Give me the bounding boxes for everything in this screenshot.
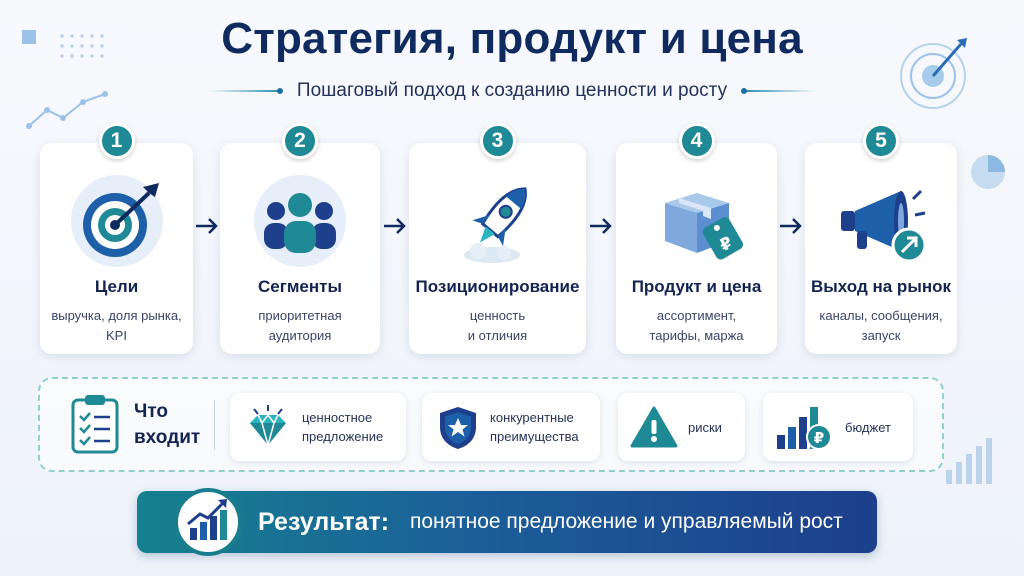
step-card-market-entry: 5 Выход на рынок каналы, сообщения, запу… xyxy=(805,123,957,354)
decorative-target-icon xyxy=(900,38,967,109)
subtitle-line-right xyxy=(741,88,816,94)
include-label: конкурентные преимущества xyxy=(490,410,579,444)
decorative-pie-icon xyxy=(971,155,1005,189)
arrow-right-icon xyxy=(196,218,218,234)
include-item-risks: риски xyxy=(618,393,745,461)
subtitle-line-left xyxy=(208,88,283,94)
step-card-product-price: 4 ₽ Продукт и цена ассортимент, тарифы, … xyxy=(616,123,777,354)
include-item-budget: ₽ бюджет xyxy=(763,393,913,461)
arrow-right-icon xyxy=(384,218,406,234)
step-title: Позиционирование xyxy=(415,277,580,296)
step-description: ассортимент, тарифы, маржа xyxy=(649,308,744,343)
includes-label: Что входит xyxy=(134,401,201,448)
rocket-icon xyxy=(452,175,544,267)
arrow-right-icon xyxy=(590,218,612,234)
include-label: бюджет xyxy=(845,419,891,435)
megaphone-icon xyxy=(835,175,927,267)
step-card-segments: 2 Сегменты приоритетная аудитория xyxy=(220,123,380,354)
subtitle-row: Пошаговый подход к созданию ценности и р… xyxy=(0,78,1024,104)
result-text: понятное предложение и управляемый рост xyxy=(410,510,843,533)
step-number-badge: 1 xyxy=(98,123,135,159)
step-description: ценность и отличия xyxy=(467,308,528,343)
page-title: Стратегия, продукт и цена xyxy=(221,14,803,63)
step-description: выручка, доля рынка, KPI xyxy=(51,308,182,343)
step-title: Продукт и цена xyxy=(631,277,762,296)
step-description: каналы, сообщения, запуск xyxy=(819,308,943,343)
box-price-tag-icon: ₽ xyxy=(651,175,743,267)
result-label: Результат: xyxy=(258,507,390,536)
target-icon xyxy=(70,175,163,267)
svg-text:₽: ₽ xyxy=(814,429,824,447)
includes-divider xyxy=(214,400,215,450)
step-title: Выход на рынок xyxy=(810,277,951,296)
step-number-badge: 5 xyxy=(863,123,899,159)
step-description: приоритетная аудитория xyxy=(258,308,342,343)
arrow-right-icon xyxy=(780,218,802,234)
include-item-competitive-advantages: конкурентные преимущества xyxy=(422,393,600,461)
decorative-dots xyxy=(22,30,104,58)
include-label: ценностное предложение xyxy=(302,410,384,444)
step-title: Сегменты xyxy=(258,277,342,296)
shield-star-icon xyxy=(440,407,476,449)
budget-chart-icon: ₽ xyxy=(777,407,831,450)
step-card-goals: 1 Цели выручка, доля рынка, KPI xyxy=(40,123,193,354)
result-bar xyxy=(137,491,877,553)
page-subtitle: Пошаговый подход к созданию ценности и р… xyxy=(296,80,728,101)
include-item-value-proposition: ценностное предложение xyxy=(230,393,406,461)
decorative-bars xyxy=(946,438,992,484)
people-group-icon xyxy=(254,175,346,267)
decorative-line-chart xyxy=(26,91,108,129)
step-number-badge: 2 xyxy=(282,123,318,159)
step-card-positioning: 3 Позиционирование ценность и отличия xyxy=(409,123,586,354)
diamond-icon xyxy=(250,405,286,448)
step-number-badge: 4 xyxy=(678,123,715,159)
checklist-icon xyxy=(71,395,119,454)
growth-chart-icon xyxy=(174,488,242,556)
include-label: риски xyxy=(688,419,722,435)
step-title: Цели xyxy=(94,277,139,296)
warning-icon xyxy=(630,406,678,448)
step-number-badge: 3 xyxy=(479,123,516,159)
